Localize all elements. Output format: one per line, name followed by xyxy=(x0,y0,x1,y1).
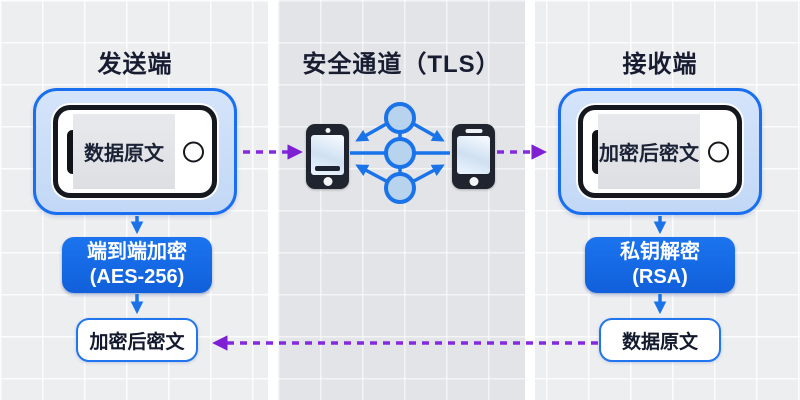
home-button-dot-icon xyxy=(469,177,478,186)
receiver-decrypt-line1: 私钥解密 xyxy=(620,241,700,263)
sender-device-card: 数据原文 xyxy=(33,88,237,215)
panel-divider-right xyxy=(525,0,535,400)
sender-encrypt-line1: 端到端加密 xyxy=(87,241,187,263)
panel-divider-left xyxy=(268,0,278,400)
receiver-phone-body: 加密后密文 xyxy=(583,110,737,193)
channel-left-phone-screen xyxy=(311,135,344,175)
sender-plaintext-label: 数据原文 xyxy=(84,143,164,165)
receiver-decrypt-box: 私钥解密 (RSA) xyxy=(585,237,735,293)
receiver-phone-icon: 加密后密文 xyxy=(578,105,742,198)
channel-left-phone-bar xyxy=(315,166,340,171)
sender-output-label: 加密后密文 xyxy=(89,331,185,353)
channel-right-smartphone-icon xyxy=(452,124,495,189)
receiver-phone-home-button-icon xyxy=(708,141,729,162)
sender-output-box: 加密后密文 xyxy=(76,318,198,362)
receiver-decrypt-line2: (RSA) xyxy=(632,266,688,288)
receiver-output-label: 数据原文 xyxy=(621,331,698,353)
home-button-dot-icon xyxy=(323,177,332,186)
receiver-phone-screen: 加密后密文 xyxy=(598,114,700,189)
receiver-device-card: 加密后密文 xyxy=(558,88,762,215)
channel-right-phone-screen xyxy=(457,136,490,174)
channel-title: 安全通道（TLS） xyxy=(302,51,501,78)
receiver-title: 接收端 xyxy=(622,51,698,78)
receiver-output-box: 数据原文 xyxy=(599,318,721,362)
speaker-bar-icon xyxy=(465,129,482,133)
camera-dot-icon xyxy=(325,128,330,133)
sender-phone-body: 数据原文 xyxy=(58,110,212,193)
sender-encrypt-box: 端到端加密 (AES-256) xyxy=(62,237,212,293)
receiver-phone-notch xyxy=(592,129,603,174)
sender-phone-notch xyxy=(67,129,78,174)
sender-phone-screen: 数据原文 xyxy=(73,114,175,189)
channel-left-smartphone-icon xyxy=(306,124,349,189)
sender-phone-icon: 数据原文 xyxy=(53,105,217,198)
sender-title: 发送端 xyxy=(97,51,173,78)
receiver-ciphertext-label: 加密后密文 xyxy=(599,143,699,165)
sender-encrypt-line2: (AES-256) xyxy=(89,266,185,288)
sender-phone-home-button-icon xyxy=(183,141,204,162)
